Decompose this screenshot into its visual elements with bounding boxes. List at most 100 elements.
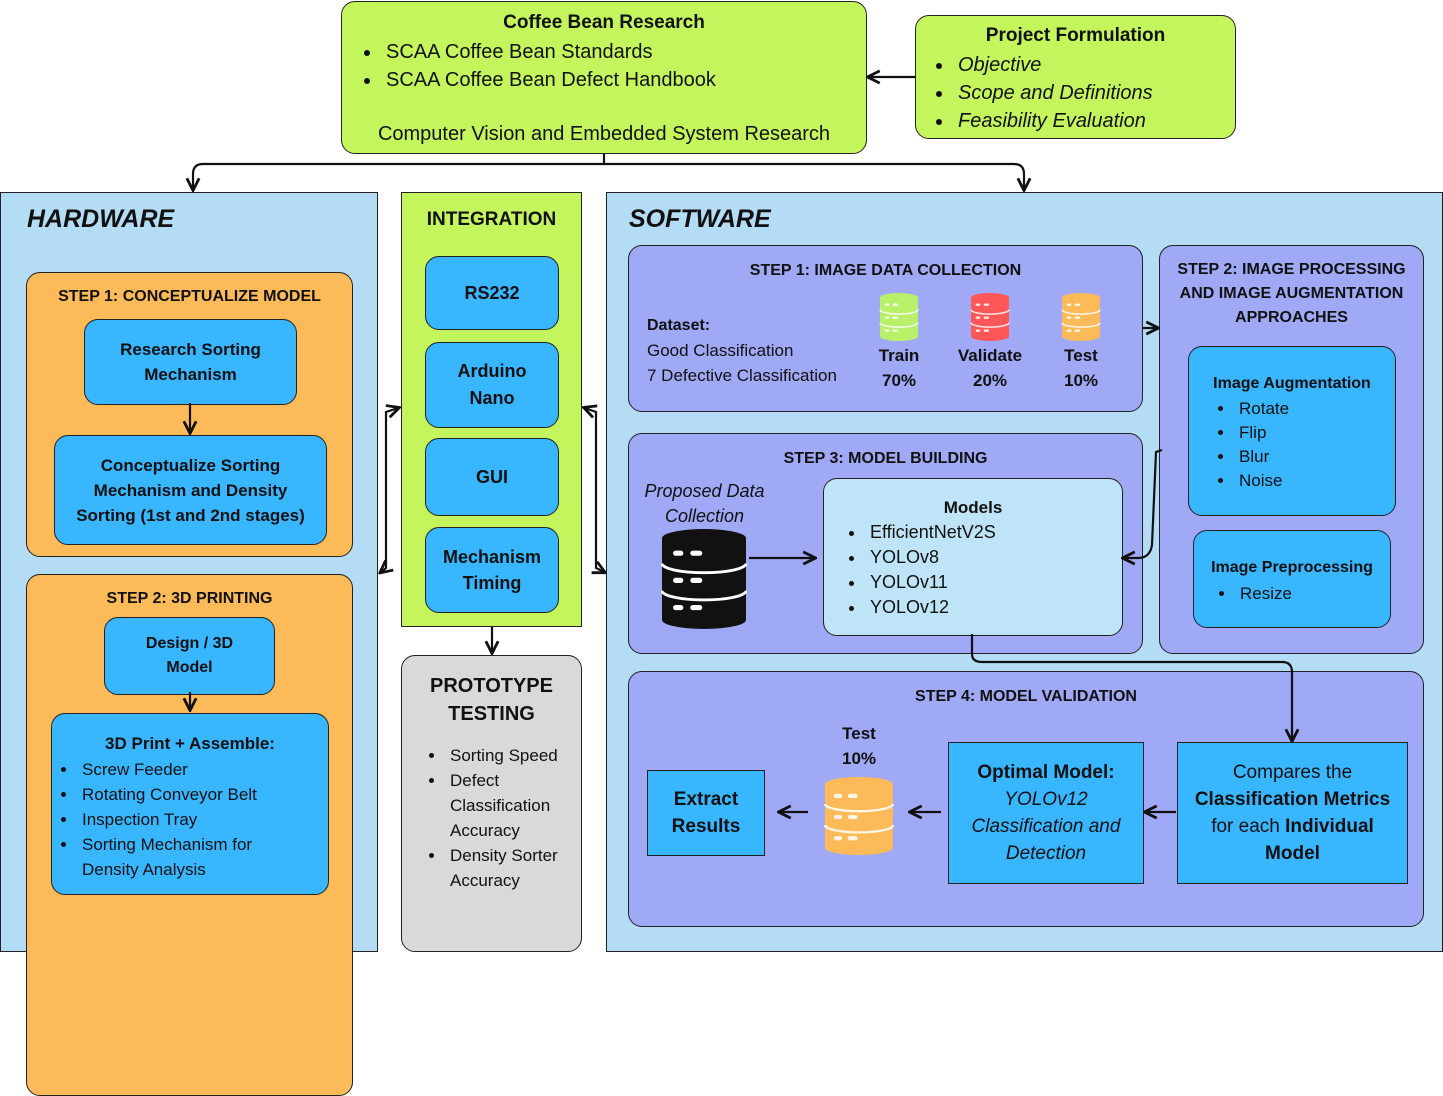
hardware-step2-title: STEP 2: 3D PRINTING: [106, 590, 273, 607]
coffee-bean-research-footer: Computer Vision and Embedded System Rese…: [377, 123, 831, 145]
database-icon: [1061, 293, 1101, 341]
mechanism-timing-box: Mechanism Timing: [425, 527, 559, 613]
database-icon: [879, 293, 919, 341]
hardware-step1-box: STEP 1: CONCEPTUALIZE MODEL Research Sor…: [26, 272, 353, 557]
optimal-model-body: YOLOv12 Classification and Detection: [971, 789, 1121, 864]
gui-box: GUI: [425, 438, 559, 516]
list-item: Defect Classification Accuracy: [446, 768, 596, 843]
prototype-testing-box: PROTOTYPE TESTING Sorting Speed Defect C…: [401, 655, 582, 952]
coffee-bean-research-box: Coffee Bean Research SCAA Coffee Bean St…: [341, 1, 867, 154]
extract-results-label: Extract Results: [671, 789, 741, 837]
list-item: Flip: [1235, 421, 1289, 445]
list-item: Rotate: [1235, 397, 1289, 421]
print-assemble-list: Screw Feeder Rotating Conveyor Belt Insp…: [56, 757, 302, 882]
coffee-bean-research-title: Coffee Bean Research: [503, 12, 705, 33]
software-step3-box: STEP 3: MODEL BUILDING Proposed Data Col…: [628, 433, 1143, 654]
conceptualize-sorting-box: Conceptualize Sorting Mechanism and Dens…: [54, 435, 327, 545]
list-item: SCAA Coffee Bean Standards: [382, 38, 716, 66]
test-split: Test 10%: [1051, 292, 1111, 392]
dataset-line-good: Good Classification: [647, 341, 794, 360]
list-item: Inspection Tray: [78, 807, 302, 832]
software-step3-title: STEP 3: MODEL BUILDING: [783, 450, 988, 467]
conceptualize-sorting-label: Conceptualize Sorting Mechanism and Dens…: [76, 455, 305, 525]
arrow-research-to-software: [604, 162, 1024, 189]
image-augmentation-box: Image Augmentation Rotate Flip Blur Nois…: [1188, 346, 1396, 516]
list-item: YOLOv12: [866, 595, 996, 620]
prototype-testing-title: PROTOTYPE TESTING: [430, 675, 553, 725]
models-title: Models: [943, 498, 1003, 517]
design-3d-model-label: Design / 3D Model: [145, 635, 234, 676]
software-step2-title: STEP 2: IMAGE PROCESSING AND IMAGE AUGME…: [1177, 261, 1406, 326]
prototype-testing-list: Sorting Speed Defect Classification Accu…: [424, 743, 596, 893]
software-step4-title: STEP 4: MODEL VALIDATION: [915, 688, 1137, 705]
hardware-panel: HARDWARE STEP 1: CONCEPTUALIZE MODEL Res…: [0, 192, 378, 1096]
list-item: Resize: [1236, 582, 1292, 606]
coffee-bean-research-list: SCAA Coffee Bean Standards SCAA Coffee B…: [360, 38, 716, 94]
arduino-nano-box: Arduino Nano: [425, 342, 559, 428]
print-assemble-title: 3D Print + Assemble:: [105, 734, 275, 753]
research-sorting-mechanism-box: Research Sorting Mechanism: [84, 319, 297, 405]
software-step1-title: STEP 1: IMAGE DATA COLLECTION: [749, 262, 1022, 279]
image-preprocessing-box: Image Preprocessing Resize: [1193, 530, 1391, 628]
dataset-label: Dataset:: [647, 317, 711, 334]
hardware-step2-box: STEP 2: 3D PRINTING Design / 3D Model 3D…: [26, 574, 353, 1096]
arrow-research-split: [193, 154, 606, 189]
image-preprocessing-title: Image Preprocessing: [1211, 559, 1373, 576]
split-name: Validate: [957, 346, 1023, 365]
list-item: Density Sorter Accuracy: [446, 843, 596, 893]
arduino-nano-label: Arduino Nano: [457, 361, 527, 408]
split-pct: 10%: [1063, 371, 1099, 390]
split-name: Train: [878, 346, 920, 365]
project-formulation-box: Project Formulation Objective Scope and …: [915, 15, 1236, 139]
proposed-data-collection-label: Proposed Data Collection: [644, 481, 765, 526]
hardware-title: HARDWARE: [27, 205, 175, 233]
integration-title: INTEGRATION: [426, 209, 557, 230]
database-icon: [970, 293, 1010, 341]
list-item: Blur: [1235, 445, 1289, 469]
rs232-box: RS232: [425, 256, 559, 330]
optimal-model-title: Optimal Model:: [977, 762, 1115, 783]
gui-label: GUI: [475, 466, 508, 487]
mechanism-timing-label: Mechanism Timing: [442, 547, 542, 593]
list-item: Screw Feeder: [78, 757, 302, 782]
models-list: EfficientNetV2S YOLOv8 YOLOv11 YOLOv12: [844, 520, 996, 620]
list-item: Sorting Mechanism for Density Analysis: [78, 832, 302, 882]
extract-results-box: Extract Results: [647, 770, 765, 856]
optimal-model-box: Optimal Model: YOLOv12 Classification an…: [948, 742, 1144, 884]
test-pct: 10%: [841, 749, 877, 768]
dataset-line-defective: 7 Defective Classification: [647, 366, 837, 385]
list-item: Sorting Speed: [446, 743, 596, 768]
split-pct: 70%: [881, 371, 917, 390]
research-sorting-mechanism-label: Research Sorting Mechanism: [120, 340, 261, 384]
database-icon: [824, 777, 894, 855]
compare-bold2: Individual Model: [1265, 816, 1374, 864]
list-item: Objective: [954, 51, 1153, 79]
arrow-hardware-integration: [381, 408, 398, 572]
print-assemble-box: 3D Print + Assemble: Screw Feeder Rotati…: [51, 713, 329, 895]
list-item: SCAA Coffee Bean Defect Handbook: [382, 66, 716, 94]
compare-bold1: Classification Metrics: [1194, 789, 1391, 810]
test-label: Test: [842, 724, 876, 743]
image-preprocessing-list: Resize: [1214, 582, 1292, 606]
design-3d-model-box: Design / 3D Model: [104, 617, 275, 695]
compare-pre: Compares the: [1232, 762, 1353, 783]
image-augmentation-list: Rotate Flip Blur Noise: [1213, 397, 1289, 493]
list-item: Feasibility Evaluation: [954, 107, 1153, 135]
compare-metrics-text: Compares the Classification Metrics for …: [1184, 759, 1401, 867]
software-title: SOFTWARE: [629, 205, 771, 233]
rs232-label: RS232: [464, 282, 520, 303]
models-box: Models EfficientNetV2S YOLOv8 YOLOv11 YO…: [823, 478, 1123, 636]
arrow-software-integration: [585, 408, 604, 572]
integration-panel: INTEGRATION RS232 Arduino Nano GUI Mecha…: [401, 192, 582, 627]
train-split: Train 70%: [869, 292, 929, 392]
list-item: YOLOv11: [866, 570, 996, 595]
compare-metrics-box: Compares the Classification Metrics for …: [1177, 742, 1408, 884]
list-item: YOLOv8: [866, 545, 996, 570]
list-item: Rotating Conveyor Belt: [78, 782, 302, 807]
database-icon: [661, 529, 747, 629]
hardware-step1-title: STEP 1: CONCEPTUALIZE MODEL: [58, 288, 321, 305]
compare-mid: for each: [1211, 816, 1280, 837]
software-step4-box: STEP 4: MODEL VALIDATION Extract Results…: [628, 671, 1424, 927]
split-name: Test: [1064, 346, 1098, 365]
list-item: EfficientNetV2S: [866, 520, 996, 545]
